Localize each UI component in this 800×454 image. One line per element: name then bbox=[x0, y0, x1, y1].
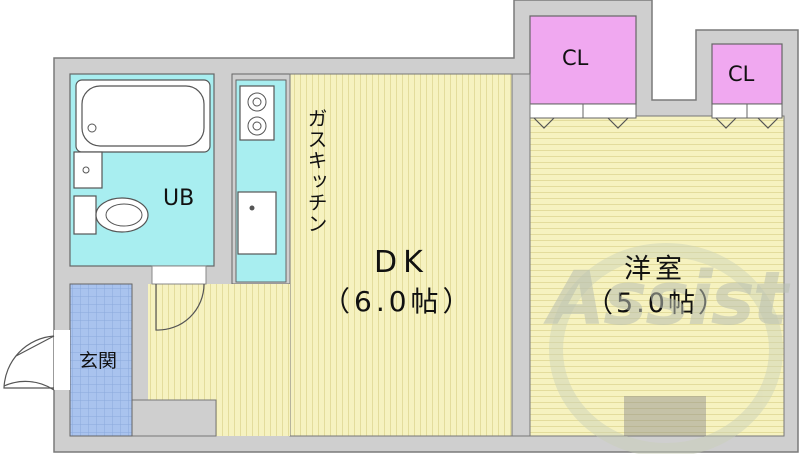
entrance bbox=[3, 283, 133, 437]
label-western-room-size: （5.0帖） bbox=[586, 288, 728, 319]
kitchen-counter bbox=[231, 73, 291, 285]
unit-bath bbox=[69, 73, 215, 267]
label-dk: DK bbox=[374, 245, 429, 280]
closet-1 bbox=[529, 15, 637, 129]
label-unit-bath: UB bbox=[163, 186, 195, 211]
bath-door bbox=[151, 265, 207, 331]
label-entrance: 玄関 bbox=[79, 350, 118, 372]
label-western-room: 洋室 bbox=[624, 254, 686, 285]
watermark-mark bbox=[549, 243, 783, 454]
partition-wall bbox=[511, 73, 531, 437]
closet-2 bbox=[711, 43, 783, 129]
label-gas-kitchen: ガスキッチン bbox=[304, 108, 328, 234]
label-dk-size: （6.0帖） bbox=[322, 285, 475, 318]
watermark-logo: Assist bbox=[548, 256, 788, 342]
kitchen-sink bbox=[237, 191, 277, 255]
toilet bbox=[73, 195, 149, 235]
label-closet-2: CL bbox=[728, 62, 755, 86]
dk-floor bbox=[131, 73, 513, 437]
label-closet-1: CL bbox=[562, 46, 589, 70]
western-room-floor bbox=[529, 115, 785, 437]
